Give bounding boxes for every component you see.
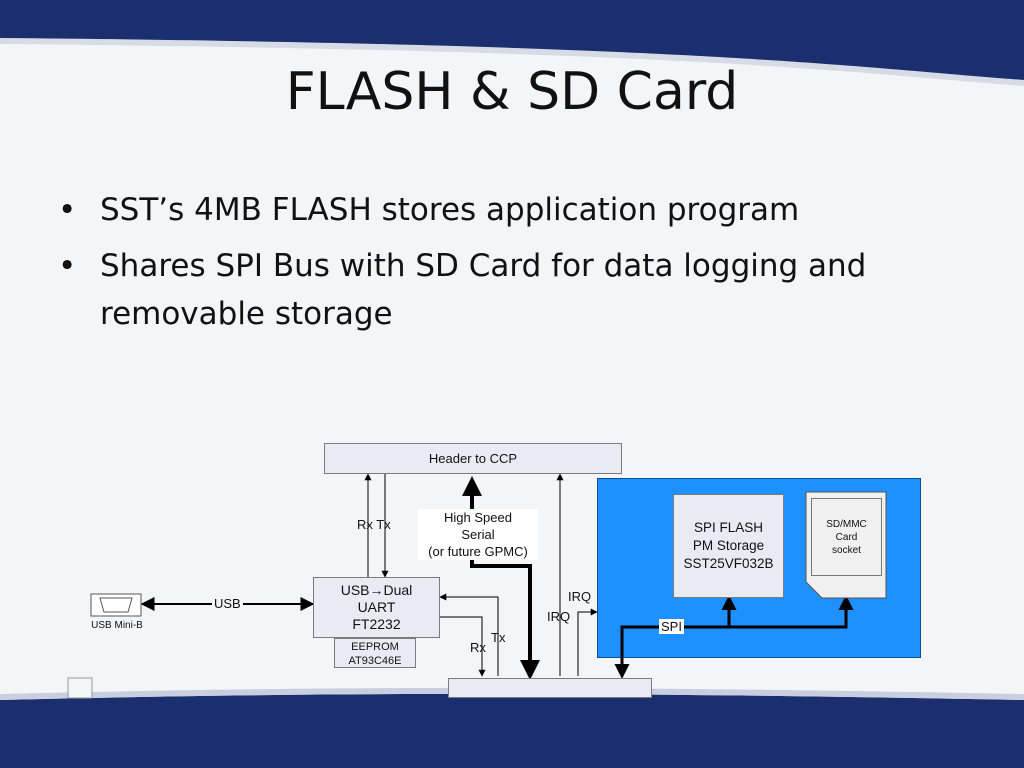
uart-line3: FT2232 xyxy=(352,616,401,632)
bottom-bus-box xyxy=(448,678,652,698)
spi-flash-line3: SST25VF032B xyxy=(683,556,774,571)
high-speed-line2: Serial xyxy=(461,527,495,542)
sd-socket-label: SD/MMC Card socket xyxy=(811,498,882,576)
slide-title: FLASH & SD Card xyxy=(285,62,739,122)
uart-line2: UART xyxy=(357,599,396,615)
sd-line3: socket xyxy=(832,545,861,556)
rx-tx-label: Rx Tx xyxy=(357,517,391,532)
bullet-item-spi: Shares SPI Bus with SD Card for data log… xyxy=(58,242,958,338)
rx-label: Rx xyxy=(470,640,486,655)
uart-line1: USB→Dual xyxy=(340,582,413,598)
header-to-ccp-box: Header to CCP xyxy=(324,443,622,474)
usb-mini-b-label: USB Mini-B xyxy=(91,620,143,631)
sd-line1: SD/MMC xyxy=(826,519,867,530)
irq-label-lower: IRQ xyxy=(547,609,571,624)
eeprom-line1: EEPROM xyxy=(351,641,399,653)
spi-label: SPI xyxy=(659,619,684,634)
corner-marker xyxy=(67,677,93,699)
high-speed-label: High Speed Serial (or future GPMC) xyxy=(418,509,538,560)
arrow-icon: → xyxy=(369,582,384,598)
spi-bus xyxy=(614,595,854,679)
uart-rx-line xyxy=(440,616,486,677)
eeprom-box: EEPROM AT93C46E xyxy=(334,638,416,668)
sd-line2: Card xyxy=(835,532,858,543)
spi-flash-line2: PM Storage xyxy=(692,538,765,553)
bullet-item-flash: SST’s 4MB FLASH stores application progr… xyxy=(58,186,958,234)
tx-label: Tx xyxy=(491,630,506,645)
spi-flash-box: SPI FLASH PM Storage SST25VF032B xyxy=(673,494,784,598)
high-speed-line3: (or future GPMC) xyxy=(428,544,528,559)
usb-label: USB xyxy=(212,596,243,611)
uart-tx-line xyxy=(439,593,499,676)
irq-storage-line xyxy=(577,608,598,676)
high-speed-line1: High Speed xyxy=(444,510,512,525)
spi-flash-line1: SPI FLASH xyxy=(693,520,764,535)
usb-dual-uart-box: USB→Dual UART FT2232 xyxy=(313,577,440,638)
irq-label-upper: IRQ xyxy=(568,589,592,604)
bullet-list: SST’s 4MB FLASH stores application progr… xyxy=(58,186,958,346)
eeprom-line2: AT93C46E xyxy=(348,655,402,667)
